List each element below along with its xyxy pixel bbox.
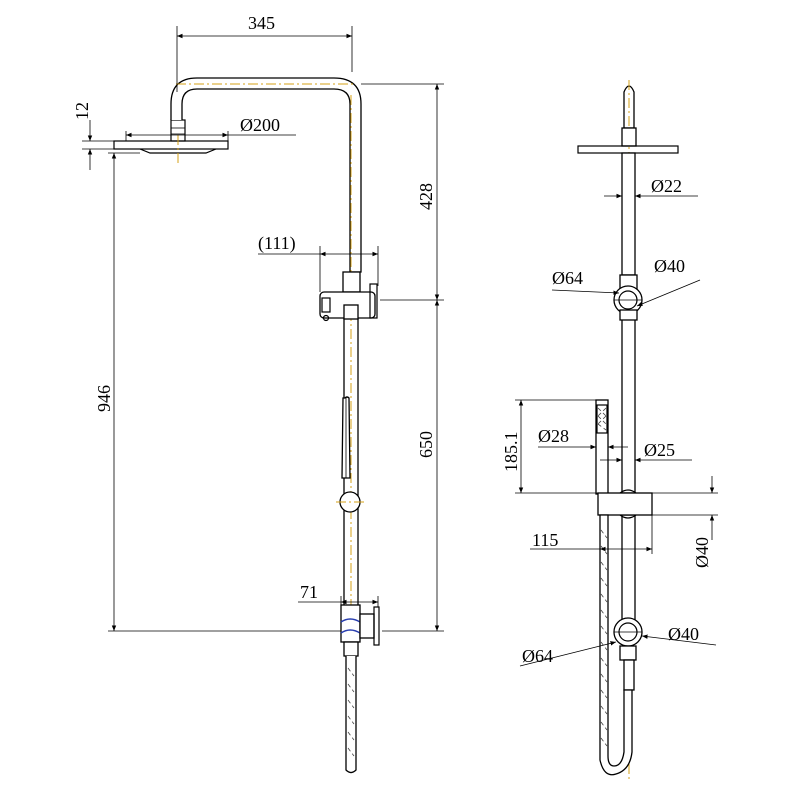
side-riser-rail [621,152,636,621]
dim-label-71: 71 [300,582,318,602]
dimension-428: 428 [361,83,444,301]
side-dim-label-185: 185.1 [501,432,521,473]
side-dimension-28: Ø28 [538,426,628,450]
side-dimension-22: Ø22 [604,176,698,199]
dimension-650: 650 [382,300,444,632]
side-holder [597,489,653,519]
dim-label-946: 946 [94,385,114,412]
side-dim-label-40-top: Ø40 [654,256,685,276]
side-hand-shower [595,399,609,495]
side-shower-head [577,127,679,154]
side-view: Ø22 Ø64 Ø40 185.1 Ø28 Ø25 [501,80,718,780]
side-dimension-40-top: Ø40 [636,256,701,307]
dimension-200: Ø200 [125,115,296,141]
dimension-345: 345 [176,13,353,92]
hand-shower [336,396,364,513]
side-dim-label-40-bottom: Ø40 [668,624,699,644]
side-dimension-25: Ø25 [600,440,692,463]
lower-bracket [340,604,380,657]
dimension-12: 12 [72,102,114,170]
hose [345,656,357,774]
dim-label-428: 428 [416,183,436,210]
side-dimension-40-bottom: Ø40 [641,624,717,646]
dimension-946: 946 [94,152,341,632]
shower-head [113,119,229,165]
side-dim-label-64-bottom: Ø64 [522,646,553,666]
side-upper-bracket [613,274,643,321]
upper-bracket [319,271,378,322]
dimension-111: (111) [258,233,379,292]
side-lower-bracket [613,617,643,691]
side-dim-label-28: Ø28 [538,426,569,446]
dim-label-345: 345 [248,13,275,33]
side-dimension-64-bottom: Ø64 [519,641,617,667]
side-dimension-40-holder: Ø40 [652,476,718,568]
side-dimension-64-top: Ø64 [551,268,620,295]
dim-label-12: 12 [72,102,92,120]
side-dimension-185: 185.1 [501,399,598,494]
dim-label-200: Ø200 [240,115,280,135]
side-dim-label-25: Ø25 [644,440,675,460]
side-dim-label-40-holder: Ø40 [692,537,712,568]
side-dim-label-115: 115 [532,530,558,550]
dim-label-111: (111) [258,233,296,254]
dim-label-650: 650 [416,431,436,458]
side-dim-label-22: Ø22 [651,176,682,196]
dimension-71: 71 [298,582,379,607]
side-dimension-115: 115 [530,515,653,554]
front-view: 345 12 Ø200 428 [72,13,444,774]
side-dim-label-64-top: Ø64 [552,268,583,288]
side-hose [599,514,633,776]
